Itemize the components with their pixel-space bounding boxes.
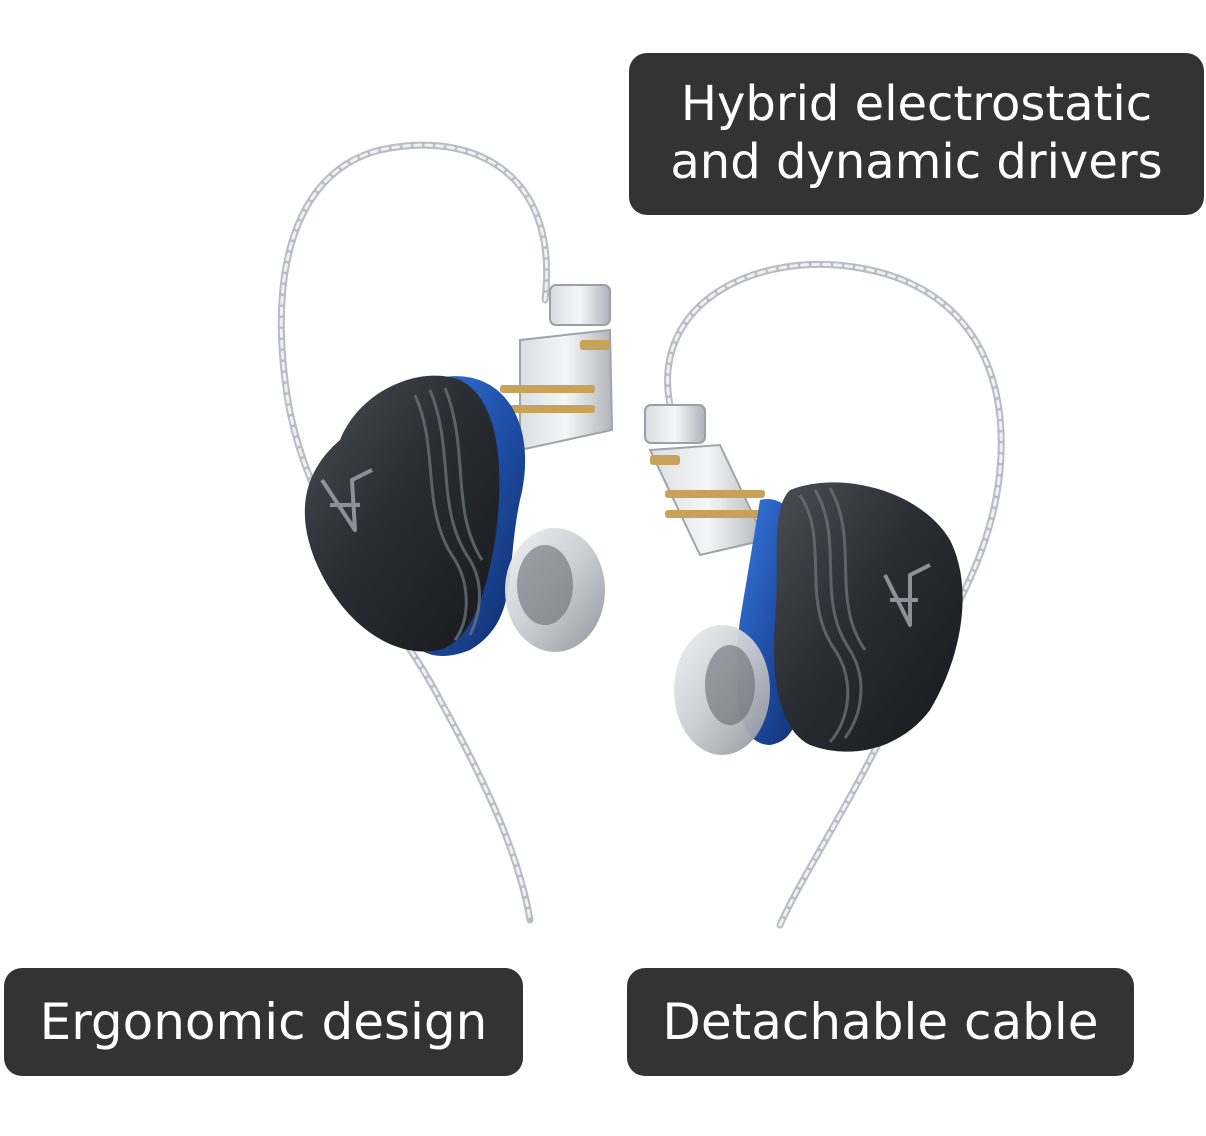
right-connector (644, 404, 767, 557)
callout-drivers: Hybrid electrostatic and dynamic drivers (629, 53, 1204, 215)
left-earphone (304, 284, 614, 656)
left-cable (277, 141, 551, 924)
right-eartip (674, 625, 770, 755)
callout-cable: Detachable cable (627, 968, 1134, 1076)
right-earphone (644, 404, 963, 755)
callout-drivers-line2: and dynamic drivers (670, 134, 1163, 190)
callout-ergonomic-label: Ergonomic design (39, 993, 488, 1051)
kz-logo-icon (883, 563, 931, 627)
callout-cable-label: Detachable cable (662, 993, 1099, 1051)
right-cable (664, 261, 1005, 929)
left-connector (500, 284, 614, 452)
callout-drivers-line1: Hybrid electrostatic (680, 76, 1153, 133)
callout-ergonomic: Ergonomic design (4, 968, 523, 1076)
left-eartip (505, 528, 605, 652)
kz-logo-icon (320, 468, 373, 532)
